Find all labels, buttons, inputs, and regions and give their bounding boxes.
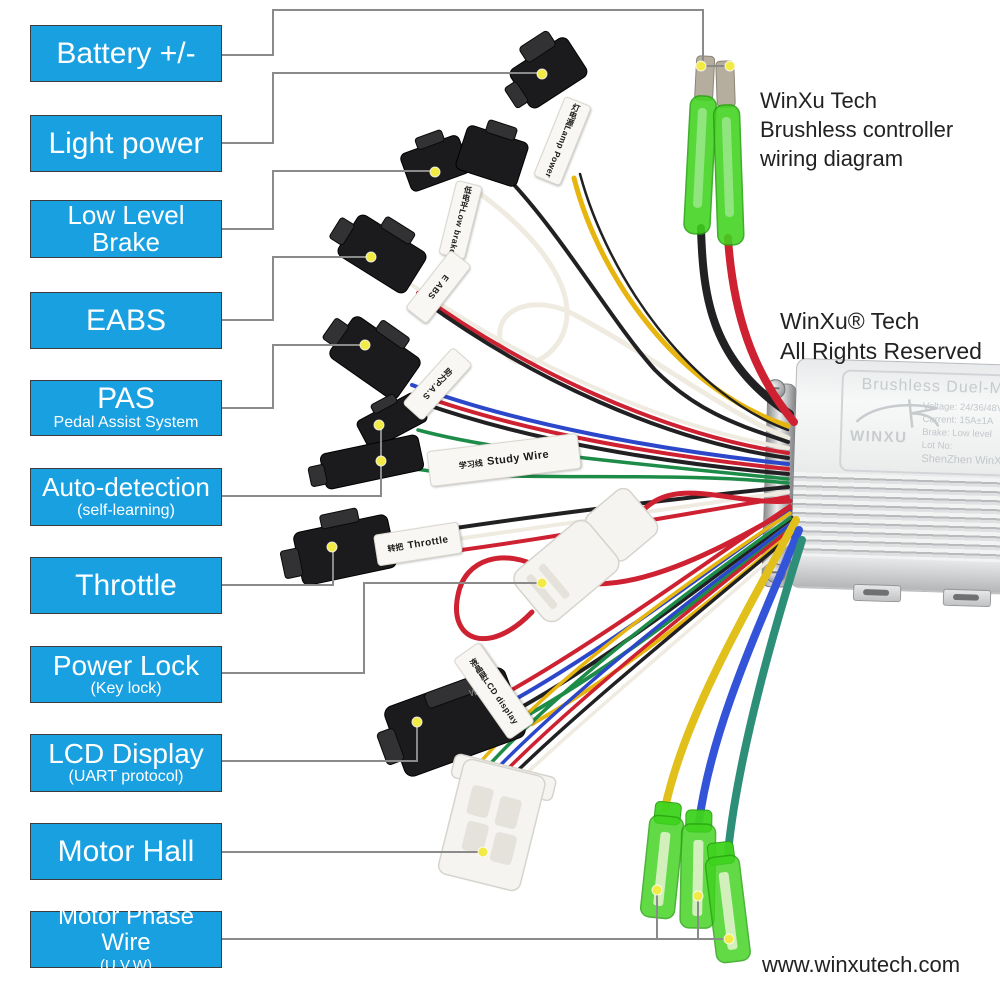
leader-throttle [222, 547, 334, 586]
label-lcd-display-sub: (UART protocol) [68, 768, 184, 785]
study-wire-connector-large [307, 434, 425, 490]
label-throttle: Throttle [30, 557, 222, 614]
label-low-level-brake-text: Low Level Brake [67, 200, 185, 257]
leader-battery [222, 9, 730, 67]
wire-pas-black [420, 401, 790, 476]
wire-hall-black [502, 531, 796, 786]
diagram-title-line3: wiring diagram [760, 146, 904, 171]
label-low-level-brake: Low Level Brake [30, 200, 222, 258]
label-pas-sub: Pedal Assist System [53, 413, 199, 431]
phase-terminal-w [704, 840, 751, 964]
label-battery-text: Battery +/- [56, 36, 196, 70]
dot-throttle [326, 541, 338, 553]
throttle-connector [279, 507, 397, 586]
dot-brake [429, 166, 441, 178]
dot-eabs [365, 251, 377, 263]
wire-eabs-red [416, 291, 790, 455]
website-url: www.winxutech.com [762, 952, 961, 977]
label-motor-hall: Motor Hall [30, 823, 222, 880]
light-power-connector [504, 30, 588, 109]
dot-auto-upper [373, 419, 385, 431]
label-pas-text: PAS [97, 381, 155, 415]
diagram-title-line2: Brushless controller [760, 117, 954, 142]
wire-lock-red-in [635, 490, 793, 519]
wire-phase-u-yellow [661, 516, 800, 812]
diagram-title: WinXu Tech Brushless controller wiring d… [760, 86, 953, 173]
wire-hall-green [478, 516, 792, 777]
label-motor-hall-text: Motor Hall [57, 834, 195, 868]
label-power-lock-sub: (Key lock) [90, 679, 162, 697]
leader-lcd-display [222, 722, 418, 762]
wire-lock-red-loop [454, 506, 793, 641]
wire-eabs-black [422, 299, 790, 460]
eabs-connector [329, 214, 427, 294]
leader-brake [222, 170, 433, 230]
label-auto-detection-text: Auto-detection [42, 472, 210, 502]
wire-pas-blue [410, 383, 790, 466]
leader-auto-detection [222, 425, 382, 497]
rights-notice: WinXu® Tech All Rights Reserved [780, 306, 982, 366]
leader-eabs [222, 256, 370, 321]
controller-body: Brushless Duel-Mo Voltage: 24/36/48V Cur… [761, 351, 1000, 608]
label-throttle-text: Throttle [75, 568, 177, 602]
label-lcd-display: LCD Display (UART protocol) [30, 734, 222, 792]
wire-eabs-white [410, 283, 790, 450]
label-power-lock-text: Power Lock [52, 649, 200, 681]
label-motor-phase-text: Motor Phase Wire [57, 903, 195, 956]
label-pas: PAS Pedal Assist System [30, 380, 222, 436]
label-light-power: Light power [30, 115, 222, 172]
leader-light-power [222, 72, 542, 144]
wire-battery-positive [724, 234, 798, 426]
wire-hall-blue [486, 521, 794, 780]
dot-auto-lower [375, 455, 387, 467]
leader-pas [222, 344, 363, 409]
label-auto-detection-sub: (self-learning) [77, 502, 175, 519]
wire-battery-negative [697, 224, 794, 418]
dot-phase-v [692, 890, 704, 902]
wire-pas-red [415, 392, 790, 471]
label-battery: Battery +/- [30, 25, 222, 82]
wire-brake-black [498, 168, 790, 444]
label-motor-phase: Motor Phase Wire (U.V.W) [30, 904, 222, 974]
wire-light-black [578, 172, 790, 432]
wire-phase-w-green [724, 536, 806, 856]
dot-power-lock [536, 577, 548, 589]
brake-connector-right [455, 119, 529, 187]
label-motor-phase-sub: (U.V.W) [100, 957, 152, 974]
rights-line1: WinXu® Tech [780, 308, 920, 334]
wire-lcd-red [506, 504, 792, 694]
label-eabs: EABS [30, 292, 222, 349]
wire-hall-red [494, 526, 794, 783]
wire-hall-white [510, 536, 796, 789]
dot-lcd [411, 716, 423, 728]
dot-phase-u [651, 884, 663, 896]
dot-battery-pos [724, 60, 736, 72]
rights-line2: All Rights Reserved [780, 338, 982, 364]
pas-connector [322, 316, 421, 400]
label-auto-detection: Auto-detection (self-learning) [30, 468, 222, 526]
wire-light-yellow [571, 175, 791, 429]
marker-dots [326, 60, 736, 945]
power-lock-fuse-holder [513, 487, 659, 623]
label-eabs-text: EABS [85, 303, 167, 337]
label-power-lock: Power Lock (Key lock) [30, 646, 222, 703]
dot-phase-w [723, 933, 735, 945]
wire-phase-v-blue [695, 526, 803, 826]
label-lcd-display-text: LCD Display [48, 738, 204, 769]
diagram-title-line1: WinXu Tech [760, 88, 877, 113]
label-light-power-text: Light power [48, 126, 204, 160]
motor-hall-connector [437, 753, 557, 892]
dot-motor-hall [477, 846, 489, 858]
controller-spec-plate: Brushless Duel-Mo Voltage: 24/36/48V Cur… [838, 369, 1000, 478]
battery-positive-terminal [712, 60, 745, 246]
winxu-logo-swoosh [855, 399, 940, 428]
leader-power-lock [222, 582, 540, 674]
dot-light-power [536, 68, 548, 80]
dot-pas [359, 339, 371, 351]
brake-connector-left [400, 129, 470, 192]
dot-battery-neg [695, 60, 707, 72]
